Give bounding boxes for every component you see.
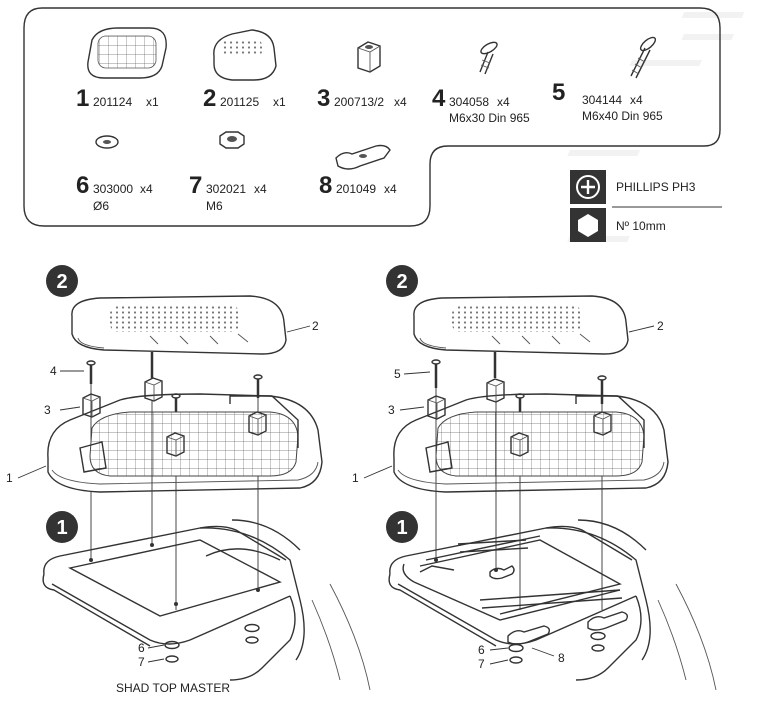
spacer-3 bbox=[82, 393, 101, 418]
part-5-screw-icon bbox=[630, 36, 657, 79]
part-code: 201049 bbox=[336, 182, 376, 196]
step-2-badge bbox=[386, 265, 418, 297]
screw-5 bbox=[431, 359, 441, 560]
callout-6: 6 bbox=[138, 641, 145, 655]
part-4-screw-icon bbox=[479, 41, 498, 75]
part-qty: x4 bbox=[254, 182, 267, 196]
part-3-label: 3 200713/2 x4 bbox=[317, 85, 407, 112]
part-spec: M6x30 Din 965 bbox=[449, 111, 530, 125]
part-number: 7 bbox=[189, 172, 202, 199]
part-number: 1 bbox=[76, 85, 89, 112]
step-2-badge bbox=[46, 265, 78, 297]
callout-1: 1 bbox=[352, 471, 359, 485]
cover bbox=[413, 295, 629, 355]
callout-1: 1 bbox=[6, 471, 13, 485]
part-number: 6 bbox=[76, 172, 89, 199]
spacer-3 bbox=[144, 377, 163, 402]
part-2-label: 2 201125 x1 bbox=[203, 85, 286, 112]
part-code: 303000 bbox=[93, 182, 133, 196]
callout-5: 5 bbox=[394, 367, 401, 381]
callout-4: 4 bbox=[50, 364, 57, 378]
part-code: 304144 bbox=[582, 93, 622, 107]
part-2-cover-icon bbox=[213, 29, 277, 81]
part-spec: Ø6 bbox=[93, 199, 109, 213]
right-assembly: 2 bbox=[352, 265, 717, 691]
part-code: 201124 bbox=[93, 95, 132, 109]
part-7-label: 7 302021 x4 M6 bbox=[189, 172, 267, 213]
spacer-3 bbox=[166, 432, 185, 457]
part-number: 2 bbox=[203, 85, 216, 112]
part-code: 302021 bbox=[206, 182, 246, 196]
cover bbox=[71, 295, 287, 355]
part-qty: x4 bbox=[630, 93, 643, 107]
part-qty: x4 bbox=[497, 95, 510, 109]
model-caption: SHAD TOP MASTER bbox=[116, 681, 230, 695]
screw-4 bbox=[253, 374, 263, 590]
part-code: 304058 bbox=[449, 95, 489, 109]
step-1-badge bbox=[46, 511, 78, 543]
base-plate bbox=[393, 393, 669, 493]
part-qty: x1 bbox=[146, 95, 159, 109]
spacer-3 bbox=[486, 378, 505, 403]
part-5-label: 5 304144 x4 M6x40 Din 965 bbox=[552, 79, 663, 123]
tool-phillips: PHILLIPS PH3 bbox=[570, 170, 722, 208]
callout-6: 6 bbox=[478, 643, 485, 657]
callout-3: 3 bbox=[388, 403, 395, 417]
callout-7: 7 bbox=[478, 657, 485, 671]
part-1-label: 1 201124 x1 bbox=[76, 85, 159, 112]
part-7-nut-icon bbox=[219, 131, 245, 149]
step-number: 1 bbox=[56, 517, 67, 539]
part-1-base-plate-icon bbox=[87, 27, 167, 79]
part-number: 8 bbox=[319, 172, 332, 199]
callout-2: 2 bbox=[312, 319, 319, 333]
step-number: 1 bbox=[396, 517, 407, 539]
tubular-rack bbox=[388, 519, 717, 691]
callout-2: 2 bbox=[657, 319, 664, 333]
part-code: 201125 bbox=[220, 95, 259, 109]
step-number: 2 bbox=[56, 271, 67, 293]
spacer-3 bbox=[510, 432, 529, 457]
part-8-label: 8 201049 x4 bbox=[319, 172, 397, 199]
part-number: 4 bbox=[432, 85, 446, 112]
part-qty: x1 bbox=[273, 95, 286, 109]
part-spec: M6 bbox=[206, 199, 223, 213]
part-qty: x4 bbox=[394, 95, 407, 109]
part-qty: x4 bbox=[140, 182, 153, 196]
clamp-washer-nut-stack bbox=[507, 611, 629, 664]
left-assembly: 2 bbox=[6, 265, 371, 695]
part-spec: M6x40 Din 965 bbox=[582, 109, 663, 123]
tool-label: Nº 10mm bbox=[616, 219, 666, 233]
spacer-3 bbox=[593, 411, 612, 436]
step-number: 2 bbox=[396, 271, 407, 293]
background-stripes bbox=[567, 12, 745, 242]
tool-hex: Nº 10mm bbox=[570, 208, 666, 242]
callout-7: 7 bbox=[138, 655, 145, 669]
part-3-spacer-icon bbox=[357, 41, 381, 73]
step-1-badge bbox=[386, 511, 418, 543]
part-code: 200713/2 bbox=[334, 95, 384, 109]
part-qty: x4 bbox=[384, 182, 397, 196]
callout-8: 8 bbox=[558, 651, 565, 665]
spacer-3 bbox=[248, 411, 267, 436]
luggage-rack bbox=[42, 519, 371, 691]
part-8-clamp-icon bbox=[335, 144, 391, 170]
part-6-washer-icon bbox=[95, 135, 119, 149]
parts-panel bbox=[23, 7, 721, 227]
part-4-label: 4 304058 x4 M6x30 Din 965 bbox=[432, 85, 530, 125]
tool-label: PHILLIPS PH3 bbox=[616, 180, 696, 194]
base-plate bbox=[47, 393, 323, 493]
spacer-3 bbox=[427, 395, 446, 420]
washer-nut-stack bbox=[164, 623, 260, 663]
part-number: 3 bbox=[317, 85, 330, 112]
callout-3: 3 bbox=[44, 403, 51, 417]
part-number: 5 bbox=[552, 79, 565, 106]
part-6-label: 6 303000 x4 Ø6 bbox=[76, 172, 153, 213]
